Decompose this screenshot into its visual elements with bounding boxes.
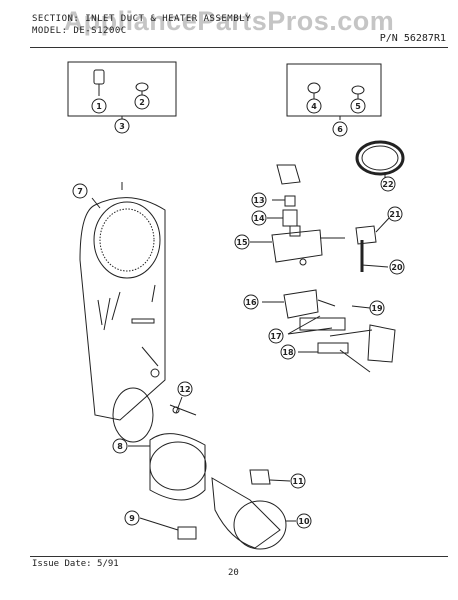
callout-16: 16 — [245, 298, 257, 307]
header-rule — [30, 47, 448, 48]
callout-5: 5 — [355, 102, 361, 111]
watermark: AppliancePartsPros.com — [63, 6, 395, 36]
callout-21: 21 — [389, 210, 401, 219]
part-11-shape — [249, 469, 271, 485]
kit-box-6 — [286, 63, 382, 117]
callout-11: 11 — [292, 477, 304, 486]
part-19-bracket — [367, 324, 396, 363]
kit-box-3 — [67, 61, 177, 117]
callout-1: 1 — [96, 102, 102, 111]
page-number: 20 — [228, 568, 239, 578]
model-number: MODEL: DE-S1200C — [32, 26, 127, 36]
section-title: SECTION: INLET DUCT & HEATER ASSEMBLY — [32, 14, 251, 24]
part-1-shape — [93, 69, 105, 85]
callout-19: 19 — [371, 304, 383, 313]
part-2-shape — [135, 82, 149, 92]
callout-22: 22 — [382, 180, 393, 189]
callout-12: 12 — [179, 385, 190, 394]
issue-date: Issue Date: 5/91 — [32, 559, 119, 569]
part-21-shape — [355, 225, 377, 245]
part-10-shape — [211, 477, 281, 549]
part-16-shape — [283, 289, 319, 319]
part-17-lines — [287, 315, 321, 335]
part-22-shape — [355, 140, 405, 176]
callout-13: 13 — [253, 196, 264, 205]
part-15-shape — [271, 229, 323, 263]
part-14-shape — [282, 209, 298, 227]
part-5-shape — [351, 85, 365, 95]
part-4-shape — [307, 82, 321, 94]
callout-9: 9 — [129, 514, 135, 523]
callout-6: 6 — [337, 125, 343, 134]
part-19-lines — [351, 305, 371, 309]
part-8-shape — [149, 433, 206, 501]
part-18-shape — [339, 349, 371, 373]
callout-18: 18 — [282, 348, 294, 357]
callout-15: 15 — [236, 238, 248, 247]
part-number: P/N 56287R1 — [379, 33, 446, 44]
part-9-shape — [177, 526, 197, 540]
callout-8: 8 — [117, 442, 123, 451]
callout-4: 4 — [311, 102, 317, 111]
callout-17: 17 — [270, 332, 281, 341]
part-13-bracket — [276, 164, 301, 185]
part-7-shape — [79, 197, 166, 421]
callout-20: 20 — [391, 263, 403, 272]
part-13-shape — [284, 195, 296, 207]
callout-14: 14 — [253, 214, 265, 223]
callout-2: 2 — [139, 98, 145, 107]
callout-7: 7 — [77, 187, 83, 196]
footer-rule — [30, 556, 448, 557]
callout-10: 10 — [298, 517, 310, 526]
callout-3: 3 — [119, 122, 125, 131]
